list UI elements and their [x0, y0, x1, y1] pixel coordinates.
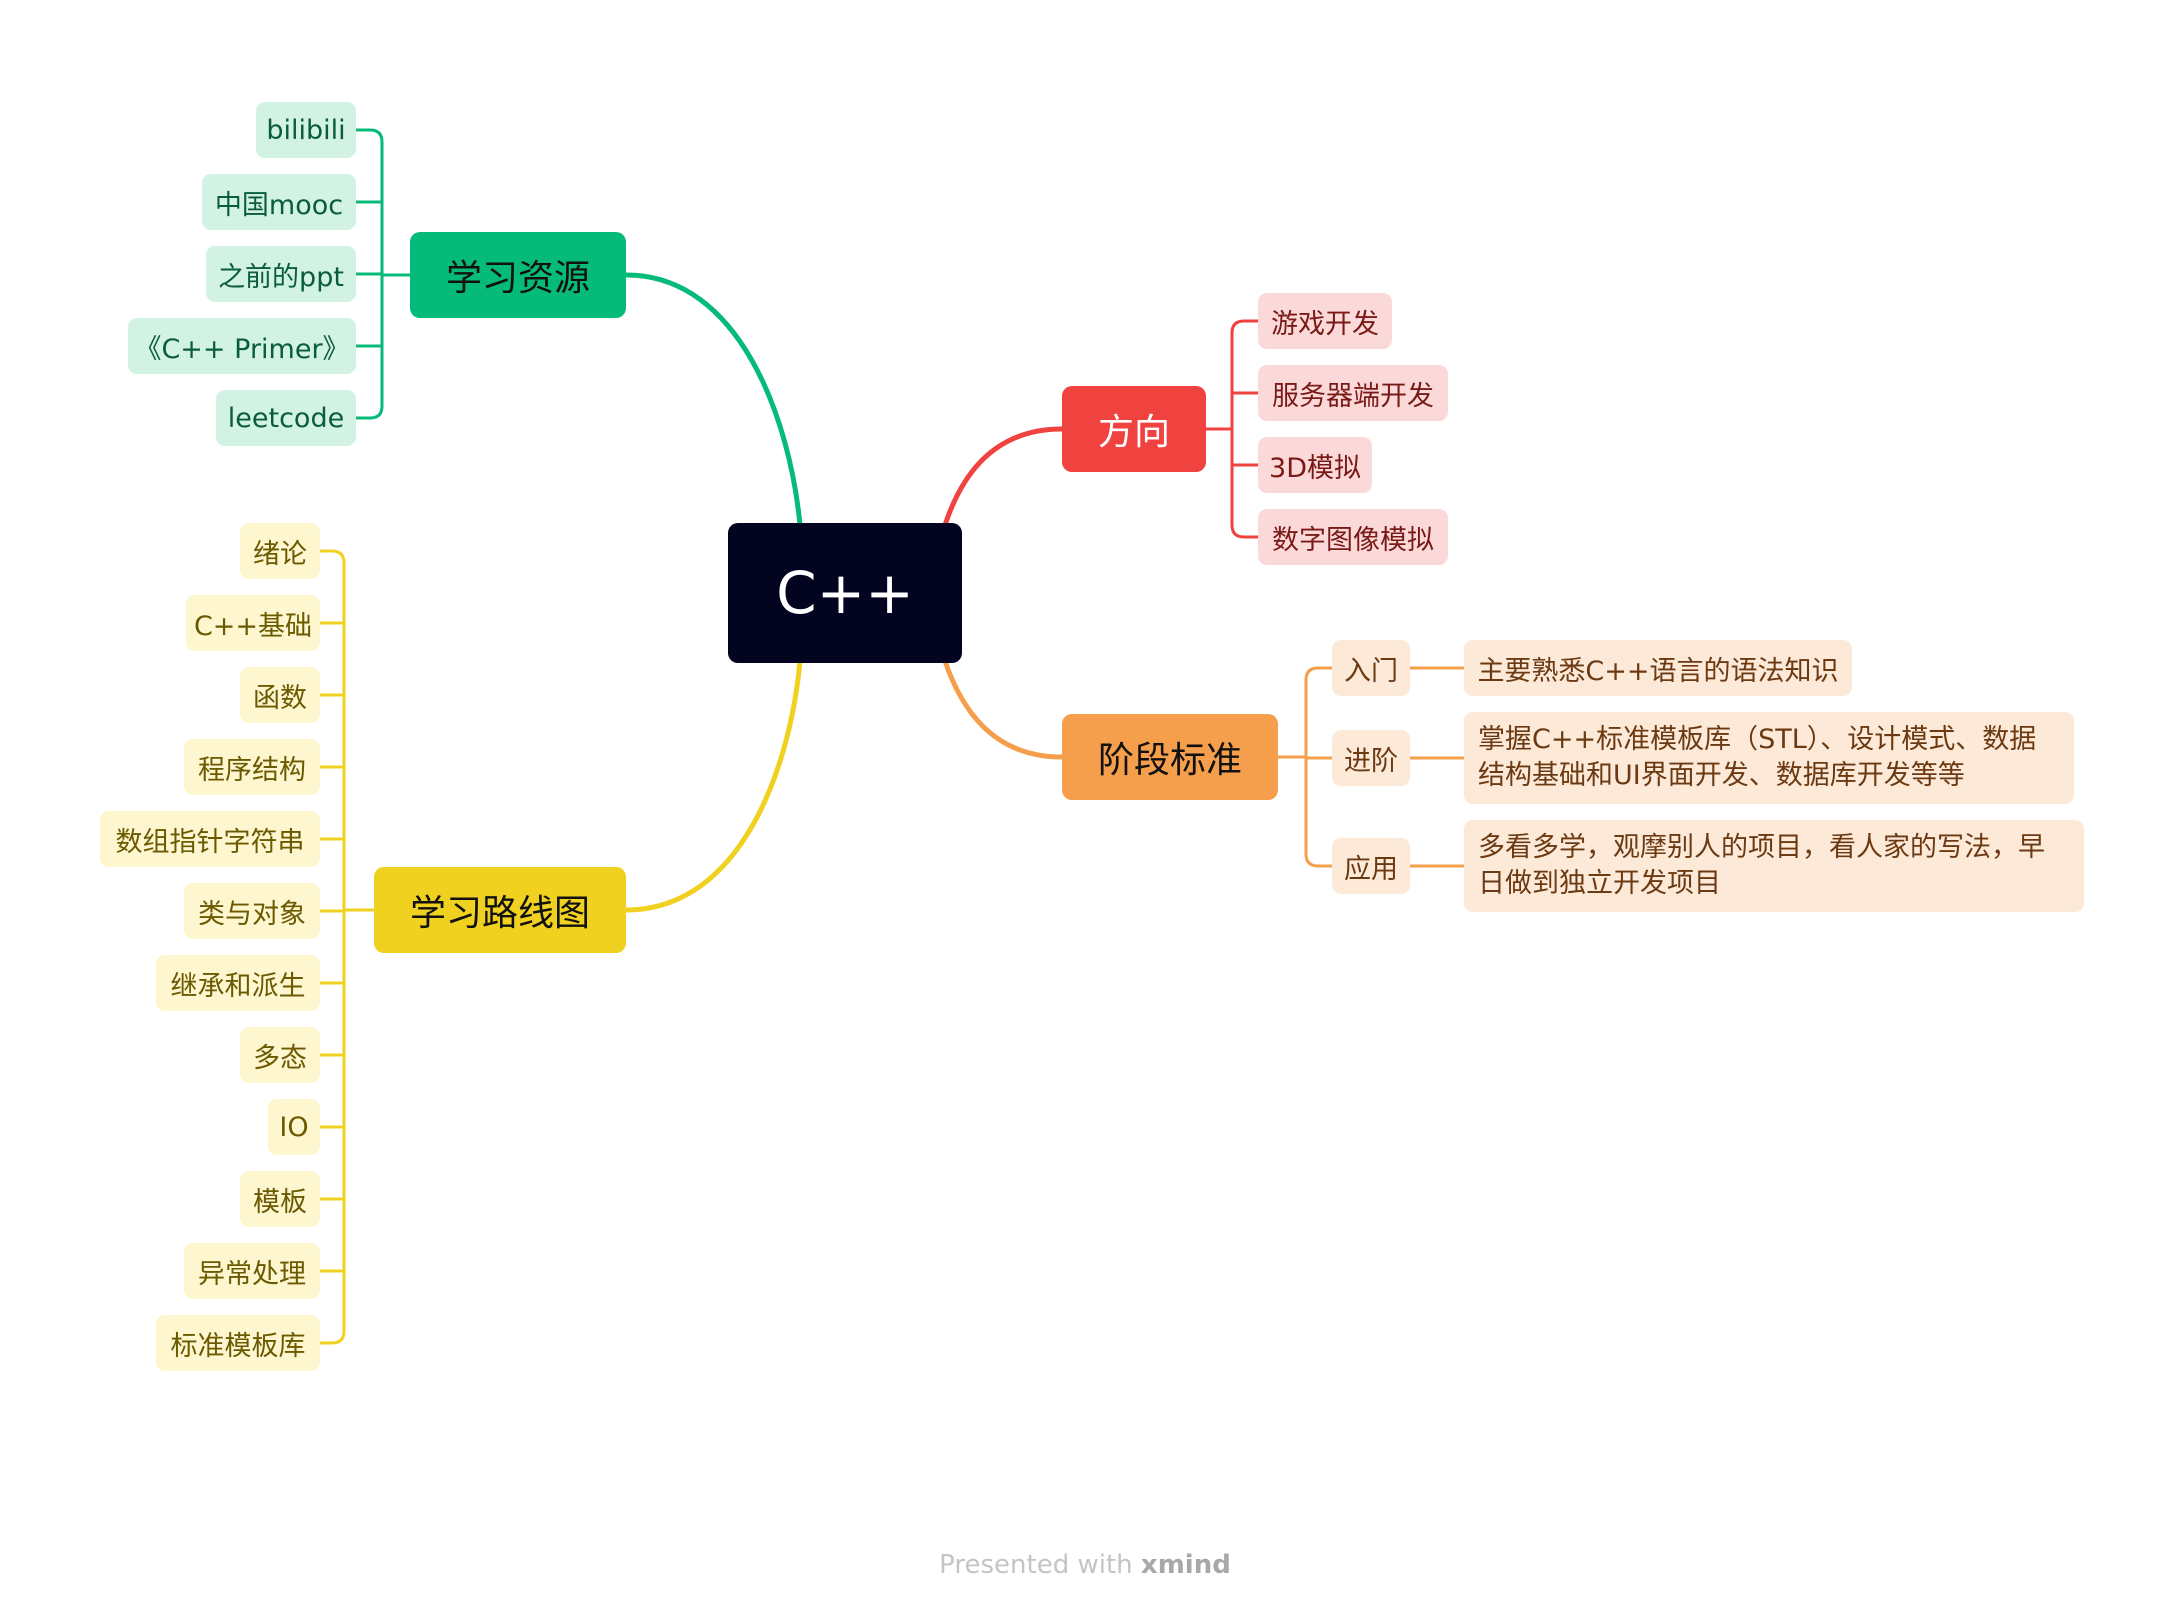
roadmap-item[interactable]: 异常处理 — [184, 1243, 320, 1299]
presented-with-footer: Presented with xmind — [0, 1550, 2170, 1580]
resource-item[interactable]: 中国mooc — [202, 174, 356, 230]
connector-resources-branch — [354, 404, 384, 420]
stage-item[interactable]: 入门 — [1332, 640, 1410, 696]
connector-direction-branch — [1230, 523, 1260, 539]
footer-prefix: Presented with — [939, 1550, 1133, 1580]
connector-direction-branch — [1230, 319, 1260, 335]
connector-root-roadmap — [623, 658, 803, 913]
topic-learning-roadmap[interactable]: 学习路线图 — [374, 867, 626, 953]
connector-roadmap-branch — [318, 1329, 346, 1345]
resource-item[interactable]: 之前的ppt — [206, 246, 356, 302]
connector-resources-branch — [354, 128, 384, 144]
topic-learning-resources[interactable]: 学习资源 — [410, 232, 626, 318]
resource-item[interactable]: 《C++ Primer》 — [128, 318, 356, 374]
direction-item[interactable]: 游戏开发 — [1258, 293, 1392, 349]
connector-roadmap-branch — [318, 549, 346, 565]
direction-item[interactable]: 3D模拟 — [1258, 437, 1372, 493]
root-topic[interactable]: C++ — [728, 523, 962, 663]
stage-detail[interactable]: 掌握C++标准模板库（STL）、设计模式、数据结构基础和UI界面开发、数据库开发… — [1464, 712, 2074, 804]
roadmap-item[interactable]: 程序结构 — [184, 739, 320, 795]
roadmap-item[interactable]: 继承和派生 — [156, 955, 320, 1011]
roadmap-item[interactable]: 模板 — [240, 1171, 320, 1227]
stage-item[interactable]: 进阶 — [1332, 730, 1410, 786]
resource-item[interactable]: leetcode — [216, 390, 356, 446]
roadmap-item[interactable]: C++基础 — [186, 595, 320, 651]
connector-root-stages — [942, 658, 1065, 760]
roadmap-item[interactable]: 绪论 — [240, 523, 320, 579]
roadmap-item[interactable]: 多态 — [240, 1027, 320, 1083]
xmind-brand: xmind — [1140, 1550, 1231, 1580]
topic-stage-standards[interactable]: 阶段标准 — [1062, 714, 1278, 800]
roadmap-item[interactable]: 函数 — [240, 667, 320, 723]
connector-root-resources — [623, 272, 803, 528]
connector-root-direction — [942, 426, 1065, 528]
connector-stages-branch — [1304, 852, 1334, 868]
roadmap-item[interactable]: 类与对象 — [184, 883, 320, 939]
roadmap-item[interactable]: IO — [268, 1099, 320, 1155]
topic-direction[interactable]: 方向 — [1062, 386, 1206, 472]
connector-stages-branch — [1304, 666, 1334, 682]
stage-item[interactable]: 应用 — [1332, 838, 1410, 894]
direction-item[interactable]: 服务器端开发 — [1258, 365, 1448, 421]
roadmap-item[interactable]: 标准模板库 — [156, 1315, 320, 1371]
resource-item[interactable]: bilibili — [256, 102, 356, 158]
stage-detail[interactable]: 多看多学，观摩别人的项目，看人家的写法，早日做到独立开发项目 — [1464, 820, 2084, 912]
direction-item[interactable]: 数字图像模拟 — [1258, 509, 1448, 565]
stage-detail[interactable]: 主要熟悉C++语言的语法知识 — [1464, 640, 1852, 696]
roadmap-item[interactable]: 数组指针字符串 — [100, 811, 320, 867]
